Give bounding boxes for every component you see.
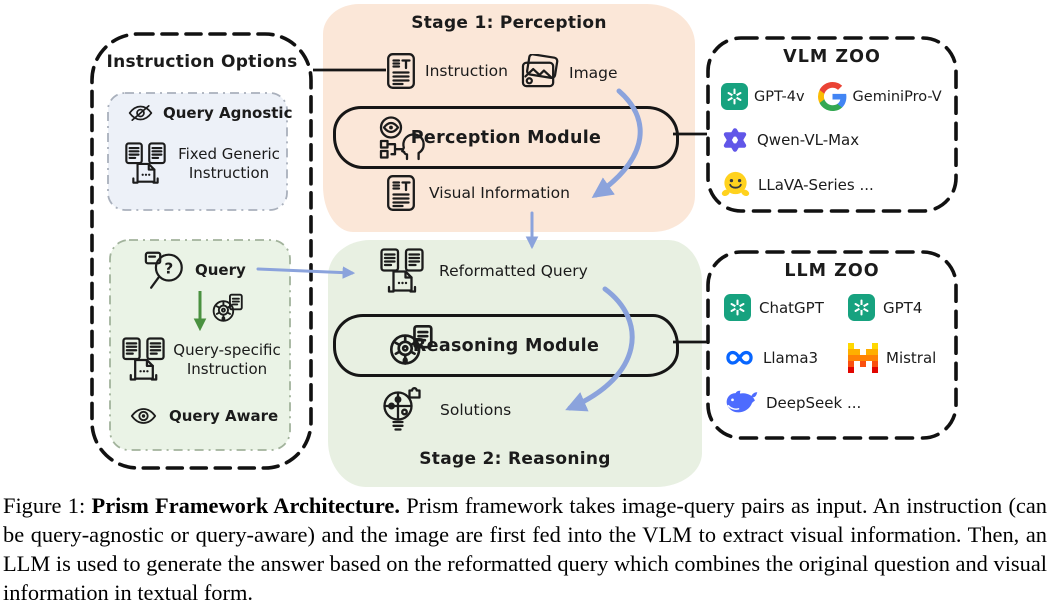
caption-bold-title: Prism Framework Architecture. xyxy=(91,493,400,518)
instruction-input: Instruction xyxy=(386,52,508,90)
vlm-zoo-title: VLM ZOO xyxy=(783,47,881,67)
llm-zoo-panel: LLM ZOO ChatGPT GPT4 Llama3 Mistral De xyxy=(706,250,958,440)
vlm-zoo-panel: VLM ZOO GPT-4v GeminiPro-V Qwen-VL-Max L… xyxy=(706,36,958,213)
vlm-row-3: LLaVA-Series ... xyxy=(721,170,874,199)
image-label: Image xyxy=(569,63,618,82)
model-name: GPT4 xyxy=(883,298,923,317)
model-entry: Mistral xyxy=(848,343,936,373)
vlm-row-1: GPT-4v GeminiPro-V xyxy=(721,82,942,111)
model-name: GeminiPro-V xyxy=(852,88,942,105)
instruction-label: Instruction xyxy=(425,62,508,80)
fixed-generic-label: Fixed Generic Instruction xyxy=(178,145,280,182)
documents-icon xyxy=(121,336,166,383)
query-label: Query xyxy=(195,261,246,279)
model-name: LLaVA-Series ... xyxy=(758,175,874,194)
query-specific-label: Query-specific Instruction xyxy=(173,341,281,378)
model-name: Llama3 xyxy=(763,348,819,367)
caption-body: Prism framework takes image-query pairs … xyxy=(3,493,1047,605)
document-text-icon xyxy=(386,52,416,90)
fixed-generic-row: Fixed Generic Instruction xyxy=(124,141,283,186)
model-name: Qwen-VL-Max xyxy=(757,131,860,149)
documents-icon xyxy=(379,247,425,295)
google-icon xyxy=(818,82,847,111)
model-name: Mistral xyxy=(886,348,937,367)
query-specific-row: Query-specific Instruction xyxy=(121,336,283,383)
document-text-icon xyxy=(386,174,416,212)
magnifier-question-icon xyxy=(143,248,187,292)
query-agnostic-row: Query Agnostic xyxy=(127,103,292,123)
deepseek-icon xyxy=(724,388,758,417)
mistral-icon xyxy=(848,343,878,373)
query-aware-row: Query Aware xyxy=(129,406,278,426)
openai-icon xyxy=(721,83,748,110)
perception-module-label: Perception Module xyxy=(410,127,602,148)
figure-label: Figure 1: xyxy=(3,493,86,518)
instruction-options-title: Instruction Options xyxy=(106,52,298,72)
openai-icon xyxy=(724,294,751,321)
model-name: DeepSeek ... xyxy=(766,393,862,412)
reasoning-module-label: Reasoning Module xyxy=(412,335,600,356)
reasoning-module: Reasoning Module xyxy=(333,314,679,377)
eye-icon xyxy=(129,406,158,426)
stage2-title: Stage 2: Reasoning xyxy=(419,449,611,469)
query-agnostic-label: Query Agnostic xyxy=(163,104,293,122)
huggingface-icon xyxy=(721,170,750,199)
vlm-row-2: Qwen-VL-Max xyxy=(721,126,859,154)
qwen-icon xyxy=(721,126,749,154)
documents-icon xyxy=(124,141,167,186)
stage2-background xyxy=(328,240,702,487)
solutions-bulb-icon xyxy=(380,385,424,435)
image-input: Image xyxy=(519,54,618,91)
model-entry: GPT4 xyxy=(848,294,922,321)
openai-icon xyxy=(848,294,875,321)
image-icon xyxy=(519,54,562,91)
figure-caption: Figure 1: Prism Framework Architecture. … xyxy=(3,491,1047,607)
query-row: Query xyxy=(143,248,246,292)
llm-row-3: DeepSeek ... xyxy=(724,388,861,417)
model-name: GPT-4v xyxy=(754,88,805,105)
meta-icon xyxy=(724,342,755,373)
visual-information-output: Visual Information xyxy=(386,174,570,212)
reformatted-query-label: Reformatted Query xyxy=(439,262,588,280)
reformatted-query-input: Reformatted Query xyxy=(379,247,588,295)
stage1-title: Stage 1: Perception xyxy=(411,13,607,33)
brain-document-icon xyxy=(211,293,244,324)
perception-module: Perception Module xyxy=(333,106,679,169)
llm-row-2: Llama3 Mistral xyxy=(724,342,936,373)
solutions-label: Solutions xyxy=(440,401,512,419)
query-aware-label: Query Aware xyxy=(169,407,279,425)
solutions-output: Solutions xyxy=(380,385,511,435)
llm-zoo-title: LLM ZOO xyxy=(784,261,880,281)
eye-off-icon xyxy=(127,103,154,123)
model-entry: Llama3 xyxy=(724,342,840,373)
visual-information-label: Visual Information xyxy=(429,184,570,202)
llm-row-1: ChatGPT GPT4 xyxy=(724,294,922,321)
model-entry: ChatGPT xyxy=(724,294,840,321)
model-name: ChatGPT xyxy=(759,298,824,317)
